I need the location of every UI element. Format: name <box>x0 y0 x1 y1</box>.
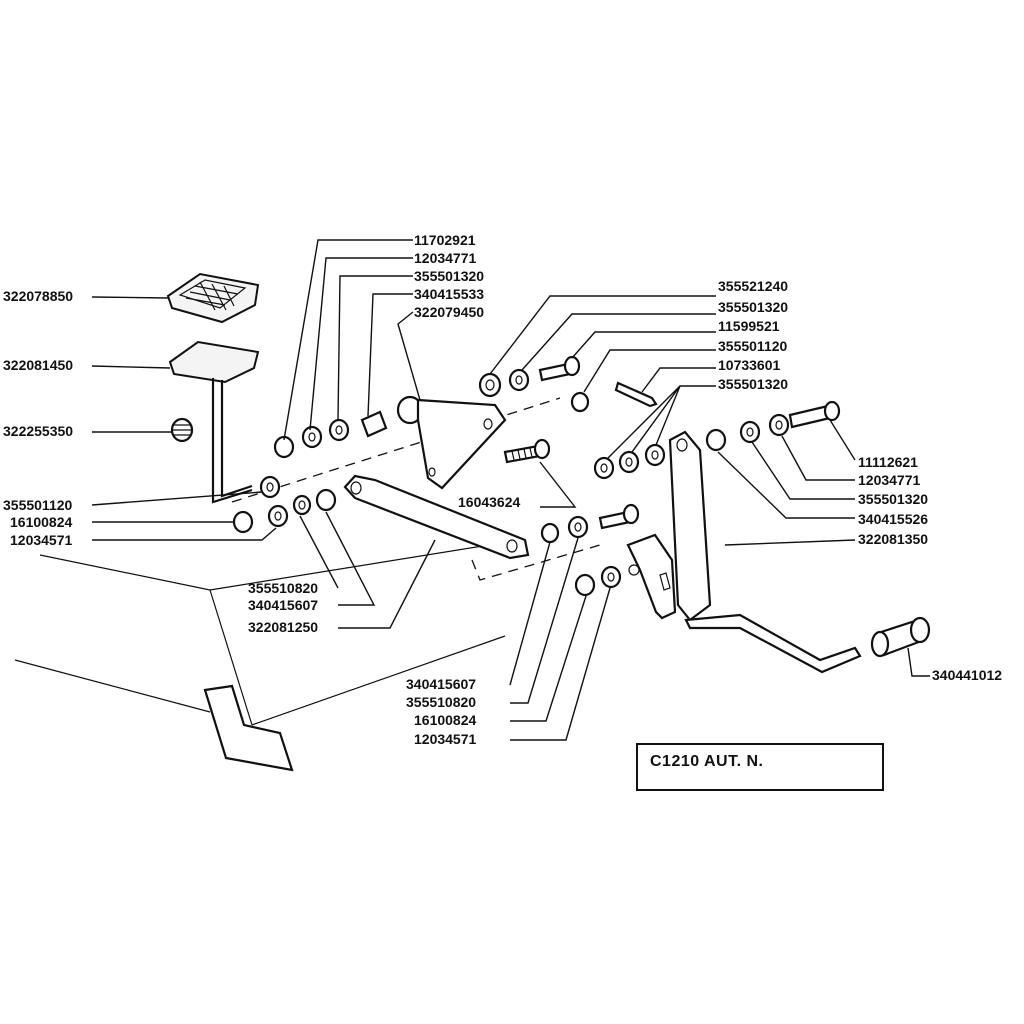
leader-lines <box>91 239 930 741</box>
label-11702921: 11702921 <box>414 232 476 248</box>
link-lever <box>343 474 530 560</box>
left-hardware <box>232 410 388 534</box>
label-355521240: 355521240 <box>718 278 788 294</box>
label-322081250: 322081250 <box>248 619 318 635</box>
label-355510820-bottom: 355510820 <box>406 694 476 710</box>
spring <box>170 417 194 443</box>
label-322079450: 322079450 <box>414 304 484 320</box>
pedal-arm <box>168 340 260 504</box>
label-12034571-left: 12034571 <box>10 532 73 548</box>
label-355501120-mid: 355501120 <box>718 338 788 354</box>
diagram-code: C1210 AUT. N. <box>650 753 764 770</box>
part-labels: 11702921 12034771 355501320 340415533 32… <box>3 232 1002 747</box>
pedal-shaft-assembly <box>626 430 862 674</box>
label-355501320-mid2: 355501320 <box>718 376 788 392</box>
label-322078850: 322078850 <box>3 288 73 304</box>
label-355501320-top: 355501320 <box>414 268 484 284</box>
label-322081450: 322081450 <box>3 357 73 373</box>
label-12034771-top: 12034771 <box>414 250 477 266</box>
label-340415533: 340415533 <box>414 286 484 302</box>
label-340415607-bottom: 340415607 <box>406 676 476 692</box>
label-355501120-left: 355501120 <box>3 497 73 513</box>
label-322081350: 322081350 <box>858 531 928 547</box>
middle-hardware <box>478 355 640 597</box>
label-16100824-left: 16100824 <box>10 514 73 530</box>
label-340415526: 340415526 <box>858 511 928 527</box>
label-12034771-right: 12034771 <box>858 472 921 488</box>
label-10733601: 10733601 <box>718 357 781 373</box>
right-hardware <box>593 400 841 480</box>
upper-bracket <box>396 395 507 490</box>
label-16043624: 16043624 <box>458 494 521 510</box>
cotter-pin <box>614 381 658 408</box>
label-11599521: 11599521 <box>718 318 780 334</box>
floor-outline <box>14 539 521 772</box>
diagram-title-box: C1210 AUT. N. <box>636 743 884 791</box>
label-355501320-mid1: 355501320 <box>718 299 788 315</box>
label-322255350: 322255350 <box>3 423 73 439</box>
label-16100824-bottom: 16100824 <box>414 712 477 728</box>
label-340415607-left: 340415607 <box>248 597 318 613</box>
label-12034571-bottom: 12034571 <box>414 731 477 747</box>
label-355510820-left: 355510820 <box>248 580 318 596</box>
label-11112621: 11112621 <box>858 454 918 470</box>
shaft-bushing <box>870 616 931 658</box>
assembly-axis-lines <box>231 397 601 581</box>
label-355501320-right: 355501320 <box>858 491 928 507</box>
label-340441012: 340441012 <box>932 667 1002 683</box>
pedal-rubber-pad <box>166 272 260 324</box>
